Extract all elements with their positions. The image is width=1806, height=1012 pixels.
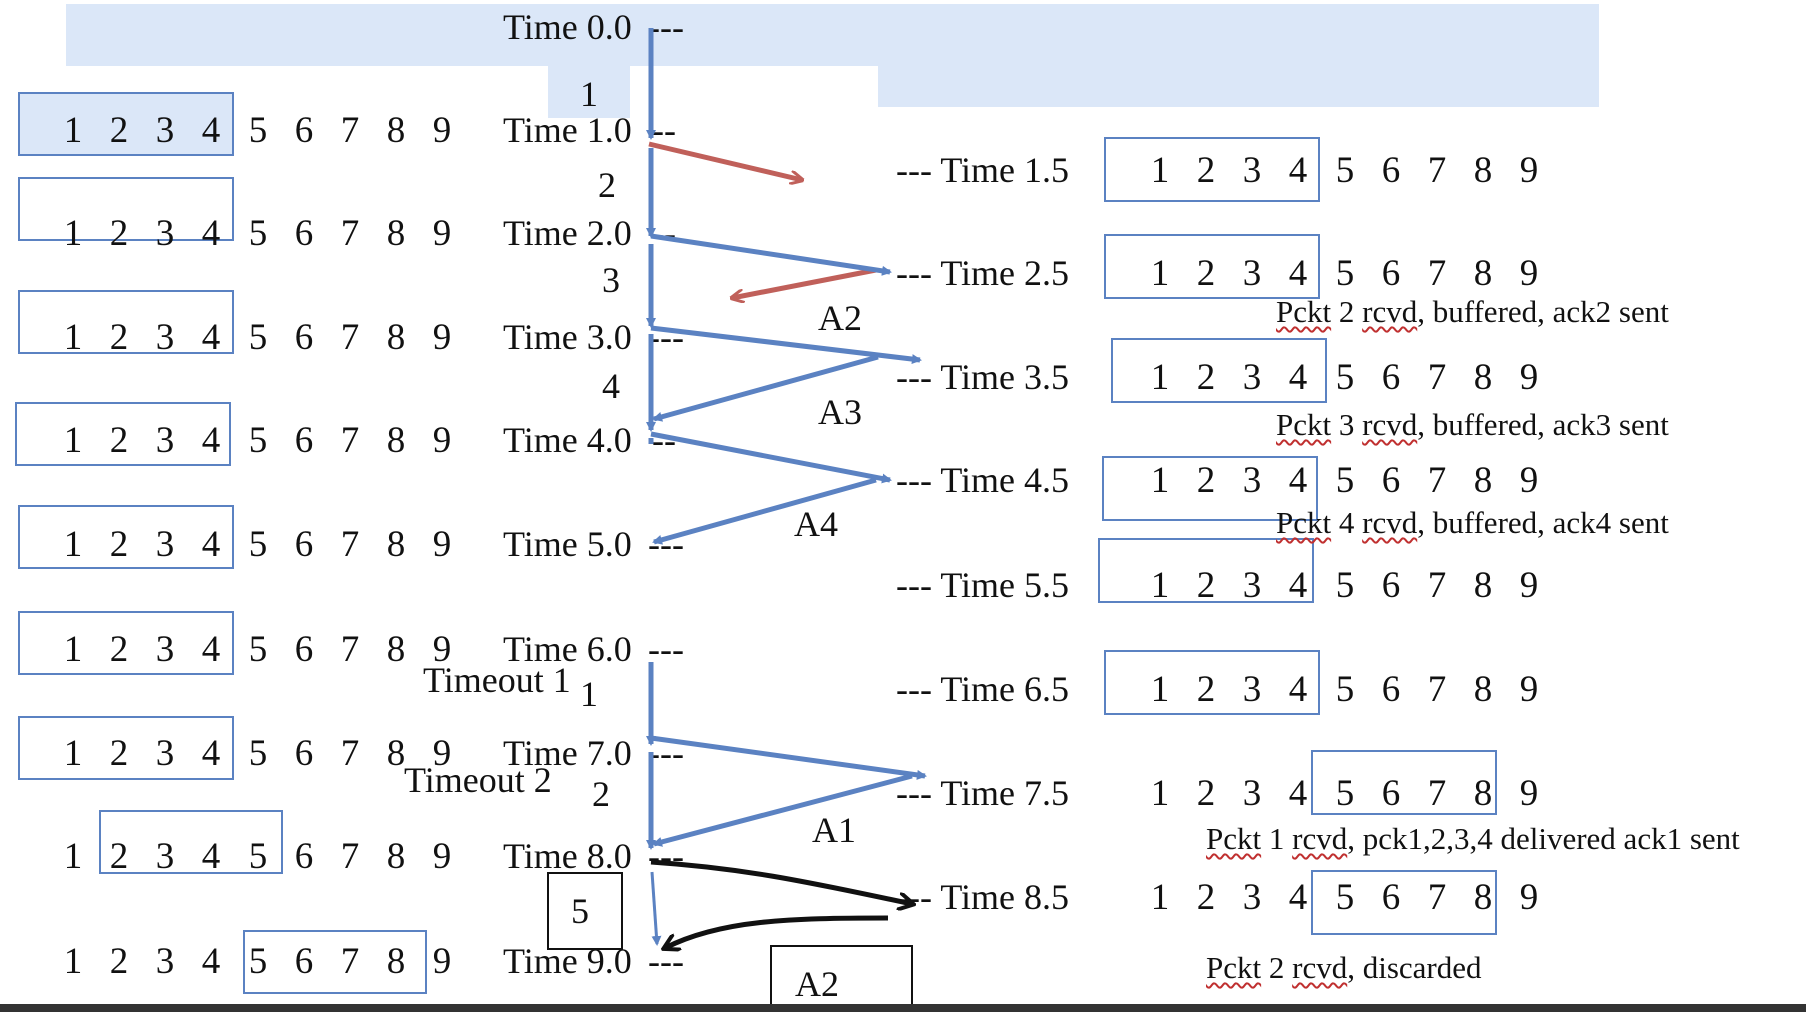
receiver-time-label: --- Time 8.5 [896, 877, 1070, 917]
ack-label: A4 [794, 504, 838, 544]
receiver-time-label: --- Time 4.5 [896, 460, 1070, 500]
receiver-time-label: --- Time 5.5 [896, 565, 1070, 605]
packet-arrow [650, 233, 892, 276]
sender-time-label: Time 4.0 [503, 420, 632, 460]
lost-packet-arrow [648, 141, 802, 180]
receiver-time-label: --- Time 3.5 [896, 357, 1070, 397]
retransmit-arrow [650, 859, 912, 904]
ack-arrow [652, 354, 879, 422]
packet-5-label: 5 [571, 891, 589, 931]
receiver-window-t85 [1311, 870, 1497, 935]
timeout-label: Timeout 2 [404, 760, 552, 800]
highlight-window-row1 [20, 92, 232, 154]
sender-time-label: Time 0.0 [503, 7, 632, 47]
ack-a2-box [770, 945, 913, 1012]
receiver-note: Pckt 1 rcvd, pck1,2,3,4 delivered ack1 s… [1206, 821, 1740, 856]
receiver-note: Pckt 4 rcvd, buffered, ack4 sent [1276, 505, 1669, 540]
receiver-note: Pckt 3 rcvd, buffered, ack3 sent [1276, 407, 1669, 442]
receiver-time-label: --- Time 1.5 [896, 150, 1070, 190]
receiver-note: Pckt 2 rcvd, discarded [1206, 950, 1482, 985]
highlight-band-packet1 [548, 60, 630, 118]
sender-window-t4 [15, 402, 231, 466]
packet-label: 2 [592, 774, 610, 814]
packet-5-box [547, 872, 623, 950]
receiver-window-t45 [1102, 456, 1318, 521]
sender-time-dashes: -- [652, 213, 676, 253]
lost-ack-arrow [732, 267, 877, 298]
packet-label: 2 [598, 165, 616, 205]
packet-label: 1 [580, 674, 598, 714]
receiver-window-t35 [1111, 338, 1327, 403]
sender-time-dashes: --- [648, 7, 684, 47]
sender-time-label: Time 7.0 [503, 733, 632, 773]
receiver-note: Pckt 2 rcvd, buffered, ack2 sent [1276, 294, 1669, 329]
receiver-time-label: --- Time 2.5 [896, 253, 1070, 293]
packet-arrow [650, 325, 922, 365]
receiver-time-label: --- Time 6.5 [896, 669, 1070, 709]
packet-label: 3 [602, 260, 620, 300]
ack-arrow [652, 477, 877, 545]
receiver-window-t15 [1104, 137, 1320, 202]
receiver-window-t55 [1098, 538, 1314, 603]
sender-window-t9 [243, 930, 427, 994]
bottom-bar [0, 1004, 1806, 1012]
sender-time-label: Time 6.0 [503, 629, 632, 669]
sender-time-label: Time 1.0 [503, 110, 632, 150]
ack-arrow-black [665, 915, 889, 948]
sender-time-label: Time 2.0 [503, 213, 632, 253]
receiver-time-label: --- Time 7.5 [896, 773, 1070, 813]
sender-window-t3 [18, 290, 234, 354]
ack-label: A2 [818, 298, 862, 338]
receiver-window-t65 [1104, 650, 1320, 715]
packet-arrow [650, 735, 927, 780]
sender-timeline-arrow [650, 871, 662, 946]
sender-window-t1 [18, 92, 234, 156]
timeout-label: Timeout 1 [423, 660, 571, 700]
sender-window-t6 [18, 611, 234, 675]
sender-time-label: Time 8.0 [503, 836, 632, 876]
packet-arrow [650, 431, 892, 484]
highlight-band-right [878, 4, 1599, 107]
sender-window-t5 [18, 505, 234, 569]
receiver-window-t75 [1311, 750, 1497, 815]
ack-label: A3 [818, 392, 862, 432]
sender-time-label: Time 5.0 [503, 524, 632, 564]
sender-time-label: Time 3.0 [503, 317, 632, 357]
sender-window-t7 [18, 716, 234, 780]
packet-label: 1 [580, 74, 598, 114]
sender-window-t8 [99, 810, 283, 874]
sender-time-dashes: -- [652, 420, 676, 460]
ack-label: A1 [812, 810, 856, 850]
sender-time-dashes: --- [648, 629, 684, 669]
sender-time-dashes: -- [652, 110, 676, 150]
sender-window-t2 [18, 177, 234, 241]
receiver-window-t25 [1104, 234, 1320, 299]
packet-label: 4 [602, 366, 620, 406]
ack-a2-box-label: A2 [795, 964, 839, 1004]
ack-arrow [652, 773, 913, 847]
